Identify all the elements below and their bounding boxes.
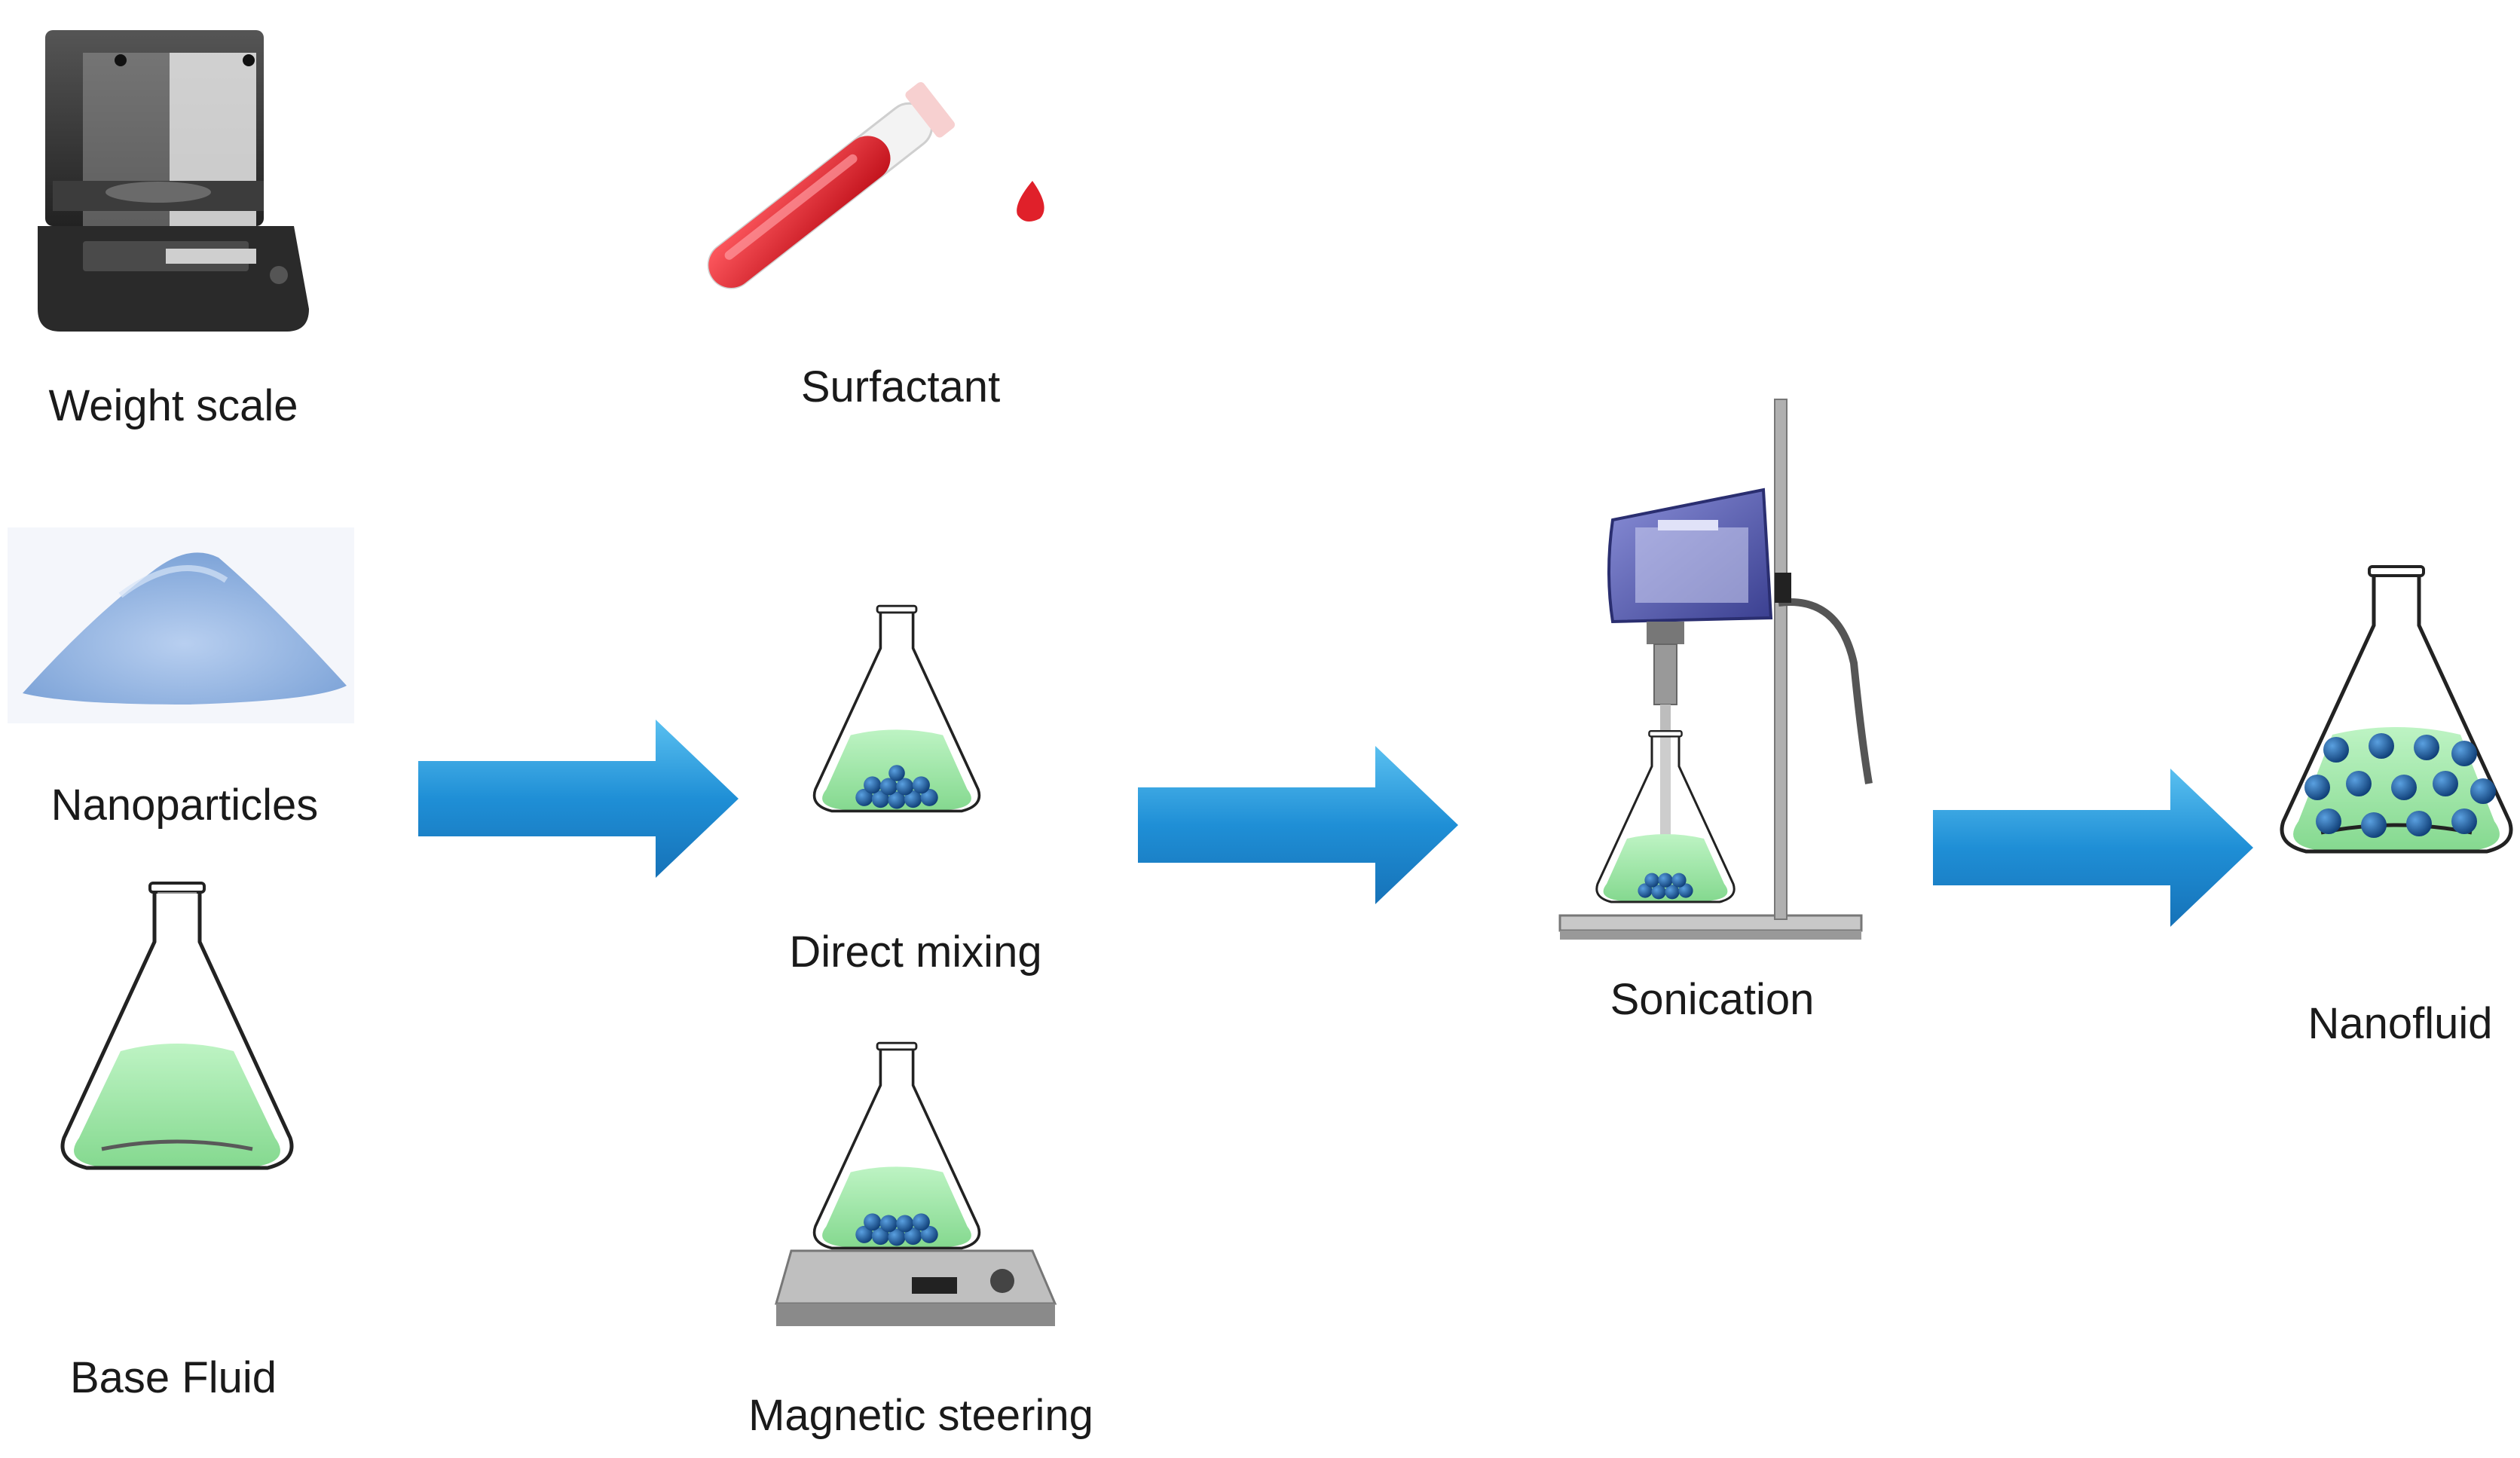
arrow-icon: [418, 720, 739, 878]
arrow-icon: [1138, 746, 1458, 904]
flask-icon: [2282, 567, 2511, 851]
arrow-icon: [1933, 769, 2253, 927]
stirrer-icon: [775, 1041, 1057, 1326]
label-base-fluid: Base Fluid: [69, 1353, 277, 1402]
label-weight-scale: Weight scale: [48, 381, 298, 430]
label-sonication: Sonication: [1610, 975, 1815, 1024]
label-nanoparticles: Nanoparticles: [50, 781, 319, 830]
scale-icon: [38, 30, 309, 332]
powder-icon: [8, 527, 354, 723]
label-surfactant: Surfactant: [800, 362, 1001, 411]
test-tube-icon: [707, 81, 1044, 289]
label-direct-mixing: Direct mixing: [789, 928, 1042, 977]
label-nanofluid: Nanofluid: [2307, 999, 2493, 1048]
label-magnetic-steering: Magnetic steering: [748, 1391, 1093, 1440]
flask-icon: [63, 883, 292, 1168]
sonicator-icon: [1558, 399, 1873, 940]
flask-icon: [812, 604, 981, 813]
